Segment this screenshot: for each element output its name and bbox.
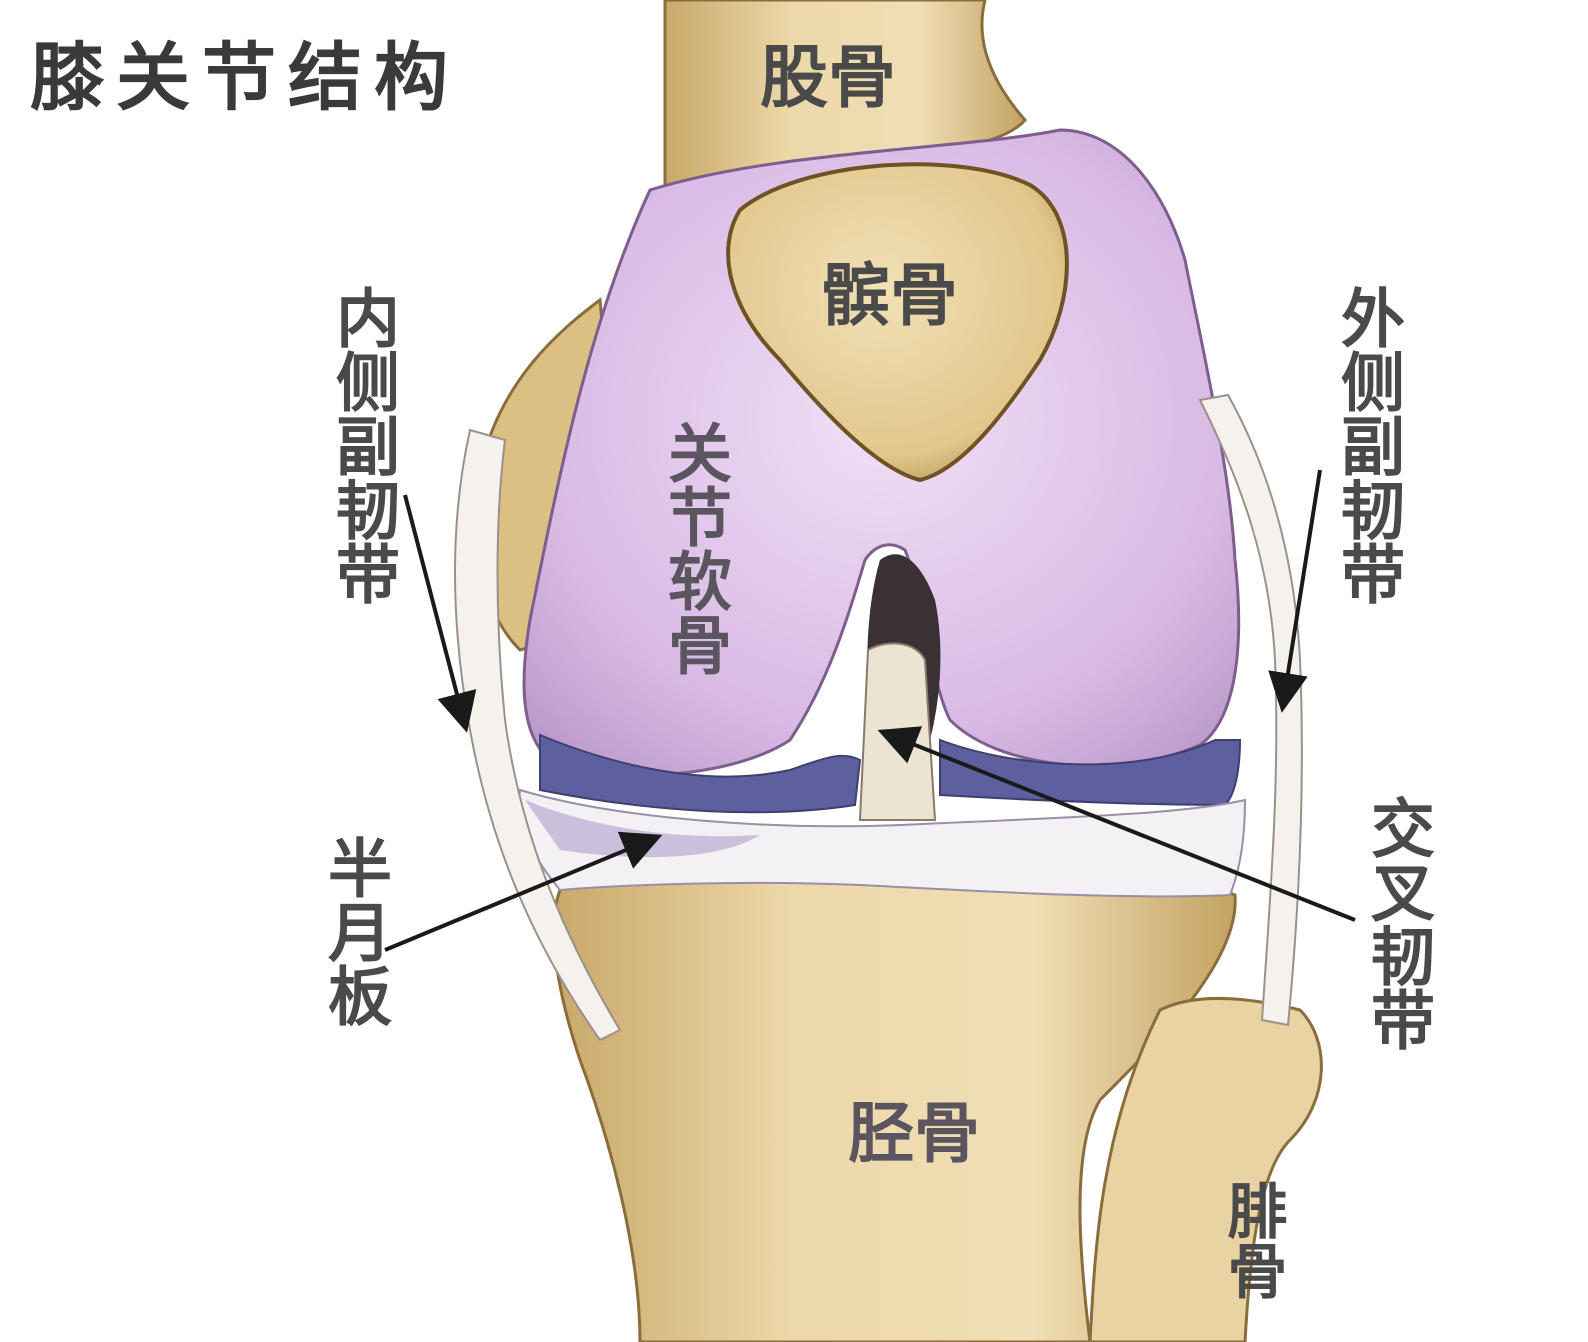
arrow-meniscus xyxy=(384,831,663,952)
medial-collateral-ligament xyxy=(454,428,622,1042)
label-tibia: 胫骨 xyxy=(848,1094,980,1172)
arrow-cruciate xyxy=(877,726,1356,922)
cruciate-ligament-shape xyxy=(858,642,937,821)
meniscus-band xyxy=(518,788,1247,898)
label-cartilage: 关节软骨 xyxy=(657,420,732,676)
label-meniscus: 半月板 xyxy=(317,835,392,1027)
diagram-title: 膝关节结构 xyxy=(30,35,460,121)
label-femur: 股骨 xyxy=(760,38,897,118)
arrow-medial-ligament xyxy=(403,494,477,733)
meniscus-shadow xyxy=(525,800,760,858)
lateral-collateral-ligament xyxy=(1198,393,1303,1027)
label-patella: 髌骨 xyxy=(822,256,959,336)
label-cruciate: 交叉韧带 xyxy=(1360,795,1435,1051)
medial-meniscus-dark xyxy=(539,733,862,814)
arrow-lateral-ligament xyxy=(1268,469,1322,713)
patella-bone xyxy=(726,162,1069,483)
label-medial-ligament: 内侧副韧带 xyxy=(325,285,400,605)
label-fibula: 腓骨 xyxy=(1217,1180,1287,1300)
label-lateral-ligament: 外侧副韧带 xyxy=(1330,285,1405,605)
